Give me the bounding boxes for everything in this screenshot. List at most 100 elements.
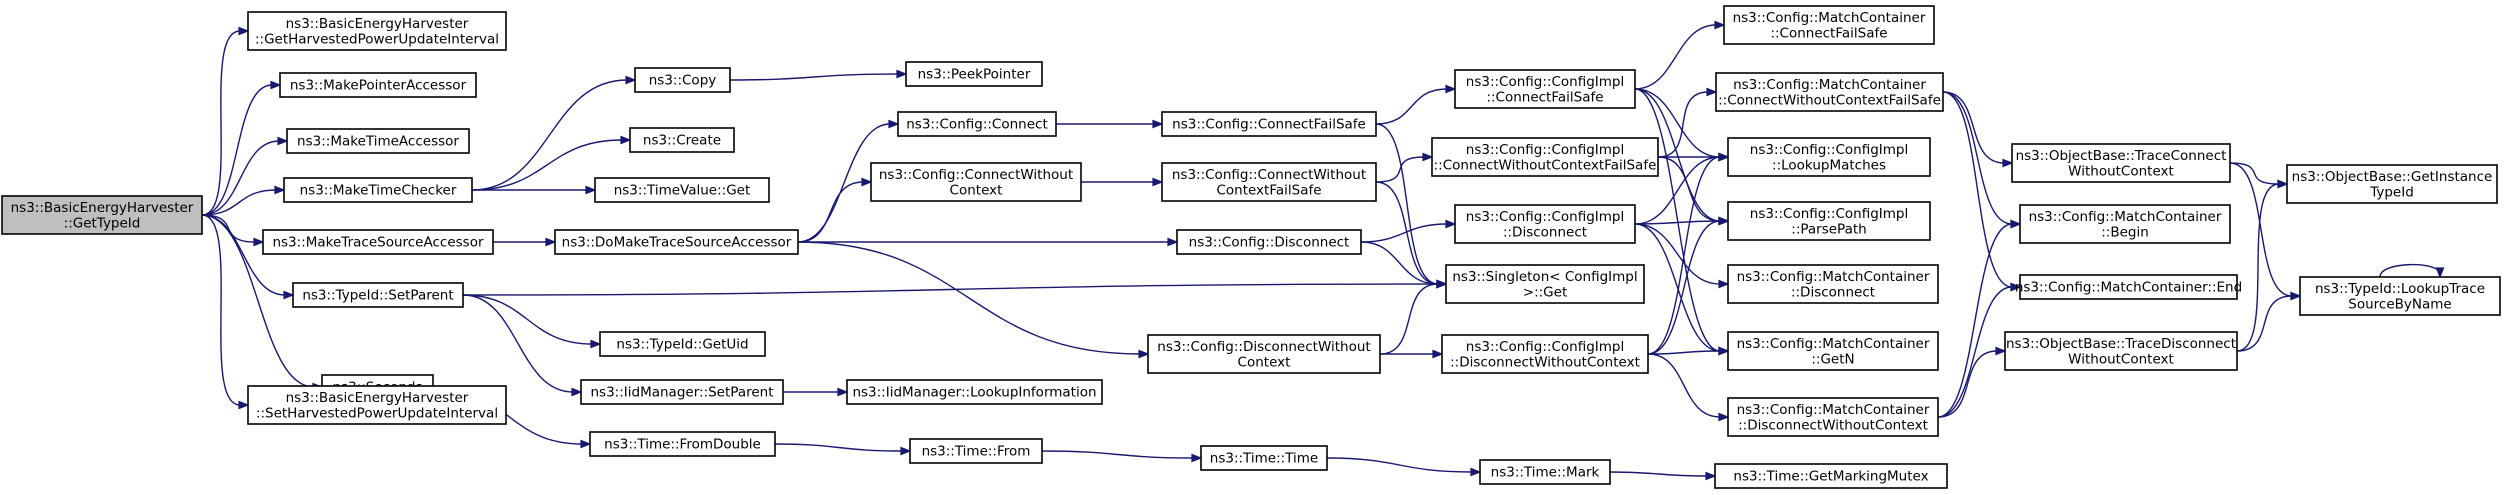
node-root[interactable]: ns3::BasicEnergyHarvester::GetTypeId	[1, 195, 203, 235]
node-label: ns3::Config::ConfigImpl	[1750, 206, 1908, 222]
edge-mc-connect-wocfs-to-mc-begin	[1942, 91, 2022, 229]
node-mc-disconnect[interactable]: ns3::Config::MatchContainer::Disconnect	[1727, 264, 1939, 304]
edge-impl-disconnect-to-mc-disconnect	[1634, 223, 1730, 289]
node-time-from[interactable]: ns3::Time::From	[909, 438, 1043, 464]
node-label: ::ConnectFailSafe	[1486, 89, 1603, 105]
node-label: ns3::TypeId::SetParent	[302, 288, 453, 304]
node-box	[2019, 274, 2238, 300]
edge-config-connect-wocfs-to-impl-connect-wocfs	[1375, 152, 1434, 183]
node-box	[580, 379, 784, 405]
node-label: ::ConnectWithoutContextFailSafe	[1718, 92, 1941, 108]
node-mc-end[interactable]: ns3::Config::MatchContainer::End	[2015, 274, 2242, 300]
node-box	[634, 67, 731, 93]
node-box	[1176, 229, 1362, 255]
node-label: ns3::BasicEnergyHarvester	[286, 390, 469, 406]
node-label: ::ConnectWithoutContextFailSafe	[1434, 157, 1657, 173]
node-label: ::DisconnectWithoutContext	[1450, 354, 1640, 370]
node-set-harvested[interactable]: ns3::BasicEnergyHarvester::SetHarvestedP…	[247, 385, 507, 425]
node-config-disconnect[interactable]: ns3::Config::Disconnect	[1176, 229, 1362, 255]
node-impl-lookup-matches[interactable]: ns3::Config::ConfigImpl::LookupMatches	[1727, 137, 1931, 177]
node-label: ns3::DoMakeTraceSourceAccessor	[562, 235, 792, 251]
node-impl-disconnect[interactable]: ns3::Config::ConfigImpl::Disconnect	[1454, 204, 1636, 244]
node-label: ns3::Config::MatchContainer	[1737, 402, 1930, 418]
node-label: Context	[950, 182, 1003, 198]
node-time-value-get[interactable]: ns3::TimeValue::Get	[594, 177, 770, 203]
node-time-time[interactable]: ns3::Time::Time	[1200, 445, 1328, 471]
node-singleton-get[interactable]: ns3::Singleton< ConfigImpl >::Get	[1445, 264, 1645, 304]
node-box	[2019, 204, 2231, 244]
edge-do-make-trace-to-config-connect-woc	[797, 177, 873, 243]
node-make-time-acc[interactable]: ns3::MakeTimeAccessor	[286, 128, 470, 154]
node-box	[905, 61, 1043, 87]
node-label: ns3::Config::MatchContainer	[1737, 269, 1930, 285]
node-label: ns3::Config::ConfigImpl	[1466, 142, 1624, 158]
node-config-disconnect-woc[interactable]: ns3::Config::DisconnectWithoutContext	[1147, 334, 1381, 374]
node-label: ::ConnectFailSafe	[1770, 25, 1887, 41]
edge-root-to-get-harvested	[201, 26, 250, 216]
function-nodes: ns3::BasicEnergyHarvester::GetTypeIdns3:…	[1, 5, 2501, 489]
node-mc-get-n[interactable]: ns3::Config::MatchContainer::GetN	[1727, 331, 1939, 371]
node-mc-disconnect-woc[interactable]: ns3::Config::MatchContainer::DisconnectW…	[1727, 397, 1939, 437]
edge-make-time-checker-to-time-value-get	[471, 185, 597, 195]
edge-time-mark-to-get-marking-mutex	[1609, 471, 1717, 481]
node-iid-set-parent[interactable]: ns3::IidManager::SetParent	[580, 379, 784, 405]
edge-mc-disconnect-woc-to-ob-trace-disconnect-woc	[1937, 346, 2007, 418]
edge-do-make-trace-to-config-disconnect-woc	[797, 241, 1150, 359]
node-get-marking-mutex[interactable]: ns3::Time::GetMarkingMutex	[1714, 463, 1948, 489]
node-box	[1454, 69, 1636, 109]
node-make-trace-src[interactable]: ns3::MakeTraceSourceAccessor	[262, 229, 494, 255]
node-label: ::GetTypeId	[64, 215, 141, 231]
edge-mc-disconnect-woc-to-mc-begin	[1937, 219, 2022, 418]
node-from-double[interactable]: ns3::Time::FromDouble	[589, 431, 776, 457]
node-label: ::GetHarvestedPowerUpdateInterval	[255, 31, 499, 47]
node-mc-begin[interactable]: ns3::Config::MatchContainer::Begin	[2019, 204, 2231, 244]
node-iid-lookup-info[interactable]: ns3::IidManager::LookupInformation	[846, 379, 1103, 405]
edge-impl-disconnect-woc-to-impl-lookup-matches	[1647, 152, 1730, 355]
node-label: ns3::MakeTimeAccessor	[297, 134, 459, 150]
node-time-mark[interactable]: ns3::Time::Mark	[1479, 459, 1611, 485]
node-box	[1727, 331, 1939, 371]
node-config-connect-fs[interactable]: ns3::Config::ConnectFailSafe	[1161, 111, 1377, 137]
node-get-harvested[interactable]: ns3::BasicEnergyHarvester::GetHarvestedP…	[247, 11, 507, 51]
node-box	[897, 111, 1057, 137]
node-impl-disconnect-woc[interactable]: ns3::Config::ConfigImpl::DisconnectWitho…	[1441, 334, 1649, 374]
node-make-pointer[interactable]: ns3::MakePointerAccessor	[279, 72, 477, 98]
edge-make-time-checker-to-create	[471, 135, 632, 191]
node-impl-parse-path[interactable]: ns3::Config::ConfigImpl::ParsePath	[1727, 201, 1931, 241]
edge-make-time-checker-to-copy	[471, 75, 637, 191]
edge-set-parent-to-singleton-get	[462, 279, 1448, 296]
node-peek-pointer[interactable]: ns3::PeekPointer	[905, 61, 1043, 87]
node-config-connect-wocfs[interactable]: ns3::Config::ConnectWithoutContextFailSa…	[1161, 162, 1377, 202]
edge-root-to-set-harvested	[201, 214, 250, 410]
node-mc-connect-fs[interactable]: ns3::Config::MatchContainer::ConnectFail…	[1723, 5, 1935, 45]
node-box	[1147, 334, 1381, 374]
node-ob-trace-disconnect-woc[interactable]: ns3::ObjectBase::TraceDisconnectWithoutC…	[2004, 331, 2238, 371]
node-label: ns3::Config::ConfigImpl	[1466, 209, 1624, 225]
edge-config-disconnect-to-singleton-get	[1360, 241, 1448, 289]
node-get-uid[interactable]: ns3::TypeId::GetUid	[599, 331, 766, 357]
node-do-make-trace[interactable]: ns3::DoMakeTraceSourceAccessor	[554, 229, 799, 255]
edge-config-connect-wocfs-to-singleton-get	[1375, 181, 1448, 289]
node-box	[870, 162, 1082, 202]
node-create[interactable]: ns3::Create	[629, 127, 735, 153]
node-label: Context	[1238, 354, 1291, 370]
node-set-parent[interactable]: ns3::TypeId::SetParent	[292, 282, 464, 308]
edge-impl-connect-wocfs-to-mc-connect-wocfs	[1657, 87, 1718, 158]
node-impl-connect-wocfs[interactable]: ns3::Config::ConfigImpl::ConnectWithoutC…	[1431, 137, 1659, 177]
node-mc-connect-wocfs[interactable]: ns3::Config::MatchContainer::ConnectWith…	[1715, 72, 1944, 112]
node-config-connect[interactable]: ns3::Config::Connect	[897, 111, 1057, 137]
node-copy[interactable]: ns3::Copy	[634, 67, 731, 93]
node-make-time-checker[interactable]: ns3::MakeTimeChecker	[283, 177, 473, 203]
node-label: >::Get	[1523, 284, 1567, 300]
call-edges	[201, 20, 2445, 481]
node-impl-connect-fs[interactable]: ns3::Config::ConfigImpl::ConnectFailSafe	[1454, 69, 1636, 109]
node-box	[1431, 137, 1659, 177]
node-box	[1727, 264, 1939, 304]
edge-root-to-make-time-checker	[201, 185, 286, 216]
node-box	[292, 282, 464, 308]
node-ob-trace-connect-woc[interactable]: ns3::ObjectBase::TraceConnectWithoutCont…	[2011, 143, 2231, 183]
node-label: ns3::Config::ConfigImpl	[1466, 74, 1624, 90]
node-config-connect-woc[interactable]: ns3::Config::ConnectWithoutContext	[870, 162, 1082, 202]
